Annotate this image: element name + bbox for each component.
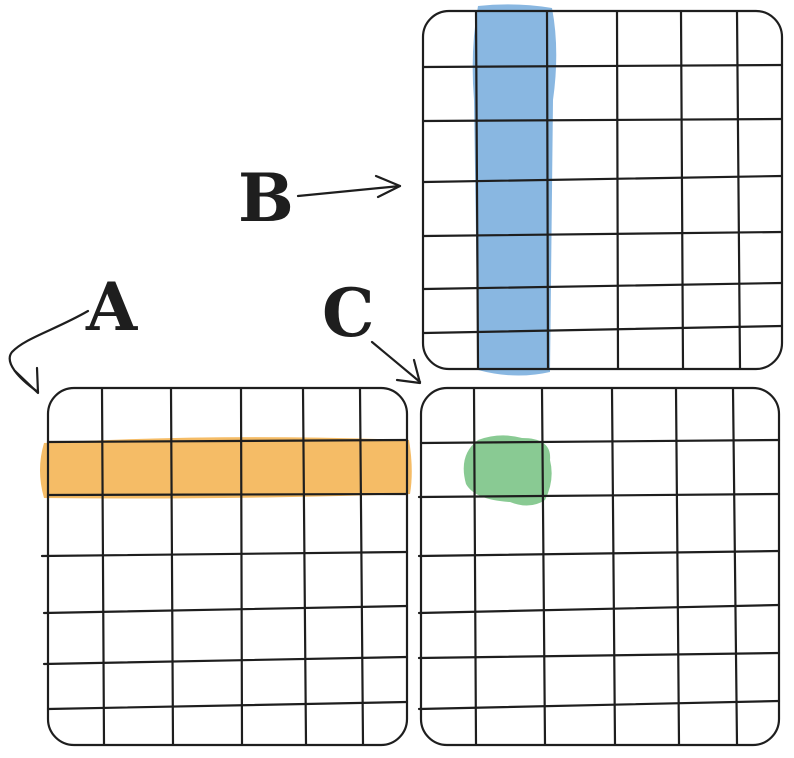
grid-b-vline <box>735 10 742 370</box>
grid-a <box>40 386 412 747</box>
grid-c-hline <box>417 549 781 558</box>
grid-c-vline <box>731 387 739 746</box>
grid-b-frame <box>421 9 784 371</box>
grid-b-hline <box>422 230 784 238</box>
grid-a-vline <box>301 387 308 746</box>
grid-b <box>421 4 784 376</box>
arrow-a <box>8 309 90 395</box>
grid-a-frame <box>46 386 409 747</box>
grid-b-vline <box>474 10 480 370</box>
grid-c-vline <box>540 387 547 746</box>
grid-c-vline <box>472 387 478 746</box>
grid-c-vline <box>610 387 617 746</box>
grid-b-column-highlight <box>472 4 557 376</box>
label-c: C <box>322 274 375 352</box>
grid-a-vline <box>169 387 175 746</box>
grid-c-cell-highlight <box>463 435 552 506</box>
grid-b-vline <box>545 10 550 370</box>
grid-a-hline <box>42 604 409 615</box>
grid-c-hline <box>417 699 781 711</box>
grid-b-hline <box>422 117 784 123</box>
grid-a-row-highlight <box>40 437 412 499</box>
grid-b-vline <box>679 10 685 370</box>
grid-c-hline <box>417 603 781 615</box>
grid-b-hline <box>422 281 784 291</box>
grid-c-hline <box>417 651 781 660</box>
grid-c-hline <box>419 438 781 445</box>
grid-b-hline <box>422 174 784 184</box>
grid-c <box>417 386 781 747</box>
grid-a-vline <box>100 387 106 746</box>
grid-c-vline <box>674 387 681 746</box>
arrow-b <box>296 174 402 199</box>
grid-a-hline <box>42 655 409 666</box>
grid-a-hline <box>46 438 409 444</box>
label-a: A <box>85 268 138 346</box>
grid-a-vline <box>239 387 244 746</box>
label-b: B <box>238 159 294 237</box>
grid-a-hline <box>40 550 409 558</box>
grid-b-hline <box>422 324 784 335</box>
arrow-c <box>370 340 422 385</box>
grid-a-hline <box>46 492 409 497</box>
grid-b-hline <box>422 63 784 69</box>
grid-b-vline <box>615 10 620 370</box>
grid-a-hline <box>46 700 409 711</box>
grid-c-hline <box>417 492 781 499</box>
grid-a-vline <box>358 387 365 746</box>
grid-c-frame <box>419 386 781 747</box>
